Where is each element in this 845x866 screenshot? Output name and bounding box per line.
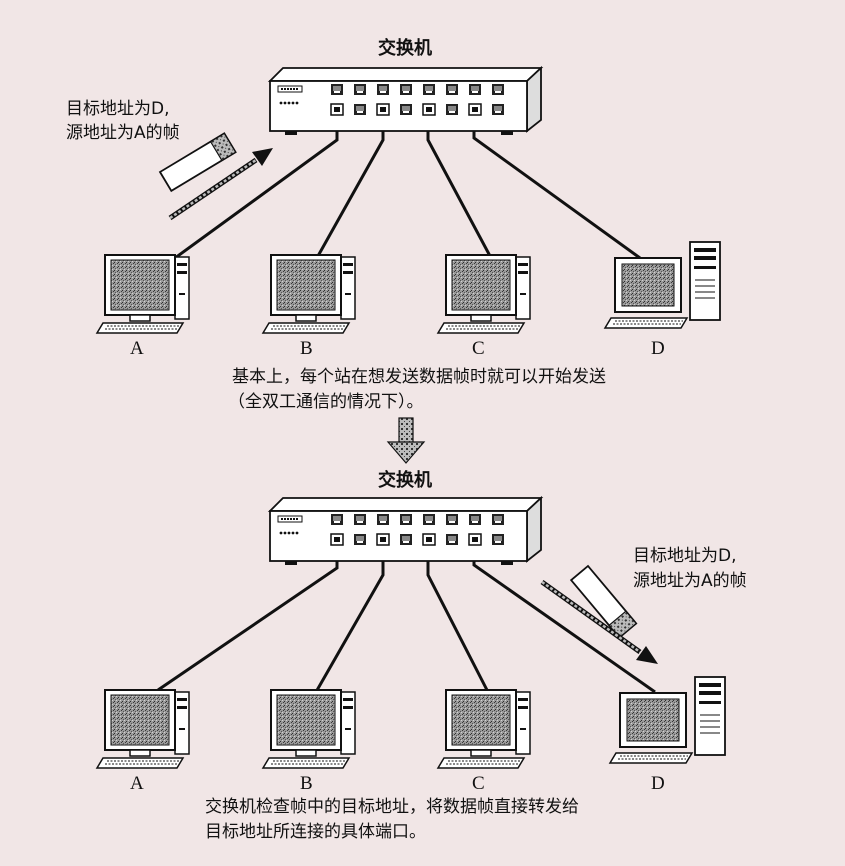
top-computer-c xyxy=(437,254,531,334)
bottom-computer-d xyxy=(609,676,726,764)
bottom-frame-note-line1: 目标地址为D, xyxy=(633,546,737,566)
top-caption-line1: 基本上，每个站在想发送数据帧时就可以开始发送 xyxy=(232,367,606,387)
top-switch xyxy=(269,67,542,136)
top-connection-cables xyxy=(174,118,641,260)
top-frame-note-line1: 目标地址为D, xyxy=(66,99,170,119)
bottom-frame-arrow xyxy=(540,579,658,664)
top-computer-b xyxy=(262,254,356,334)
bottom-computer-c xyxy=(437,689,531,769)
bottom-computer-b-label: B xyxy=(300,773,313,794)
bottom-switch-label: 交换机 xyxy=(378,470,432,491)
top-computer-a xyxy=(96,254,190,334)
top-computer-a-label: A xyxy=(130,338,144,359)
top-frame-note-line2: 源地址为A的帧 xyxy=(66,123,180,143)
top-computer-c-label: C xyxy=(472,338,485,359)
bottom-caption-line1: 交换机检查帧中的目标地址，将数据帧直接转发给 xyxy=(205,797,579,817)
top-caption-line2: （全双工通信的情况下）。 xyxy=(228,392,424,412)
top-computer-d-label: D xyxy=(651,338,665,359)
top-computer-b-label: B xyxy=(300,338,313,359)
bottom-computer-d-label: D xyxy=(651,773,665,794)
bottom-computer-a-label: A xyxy=(130,773,144,794)
top-scene xyxy=(96,67,721,464)
top-switch-label: 交换机 xyxy=(378,38,432,59)
top-frame-arrow xyxy=(168,148,273,221)
bottom-computer-a xyxy=(96,689,190,769)
bottom-frame-note-line2: 源地址为A的帧 xyxy=(633,571,747,591)
bottom-scene xyxy=(96,497,726,769)
bottom-computer-c-label: C xyxy=(472,773,485,794)
bottom-switch xyxy=(269,497,542,566)
bottom-caption-line2: 目标地址所连接的具体端口。 xyxy=(205,822,426,842)
top-computer-d xyxy=(604,241,721,329)
bottom-computer-b xyxy=(262,689,356,769)
down-arrow xyxy=(386,417,426,464)
